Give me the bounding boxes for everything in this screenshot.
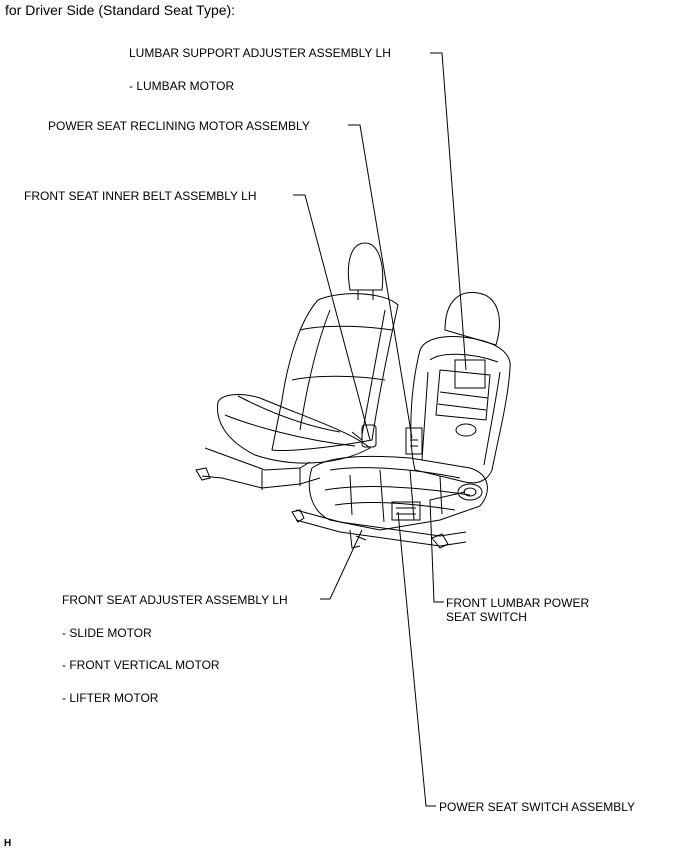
page-title: for Driver Side (Standard Seat Type):	[5, 2, 236, 18]
label-lumbar-switch-line1: FRONT LUMBAR POWER	[446, 596, 590, 610]
label-slide-motor: - SLIDE MOTOR	[62, 626, 152, 640]
left-seat-drawing	[195, 242, 399, 490]
label-lumbar-motor: - LUMBAR MOTOR	[129, 79, 235, 93]
leader-lumbar-adjuster	[430, 52, 467, 371]
label-seat-adjuster: FRONT SEAT ADJUSTER ASSEMBLY LH	[62, 593, 288, 607]
figure-id: H	[4, 838, 12, 849]
right-seat-frame-drawing	[291, 291, 511, 549]
label-lifter-motor: - LIFTER MOTOR	[62, 691, 159, 705]
leader-inner-belt	[293, 194, 371, 441]
leader-lumbar-switch	[429, 491, 466, 603]
leader-seat-adjuster	[320, 529, 363, 600]
leader-reclining-motor	[348, 124, 413, 439]
label-inner-belt: FRONT SEAT INNER BELT ASSEMBLY LH	[24, 189, 257, 203]
leader-power-switch	[397, 511, 436, 807]
label-reclining-motor: POWER SEAT RECLINING MOTOR ASSEMBLY	[48, 119, 310, 133]
label-front-vertical-motor: - FRONT VERTICAL MOTOR	[62, 658, 220, 672]
label-power-seat-switch: POWER SEAT SWITCH ASSEMBLY	[439, 800, 636, 814]
label-lumbar-support-adjuster: LUMBAR SUPPORT ADJUSTER ASSEMBLY LH	[129, 46, 391, 60]
label-lumbar-switch-line2: SEAT SWITCH	[446, 610, 527, 624]
